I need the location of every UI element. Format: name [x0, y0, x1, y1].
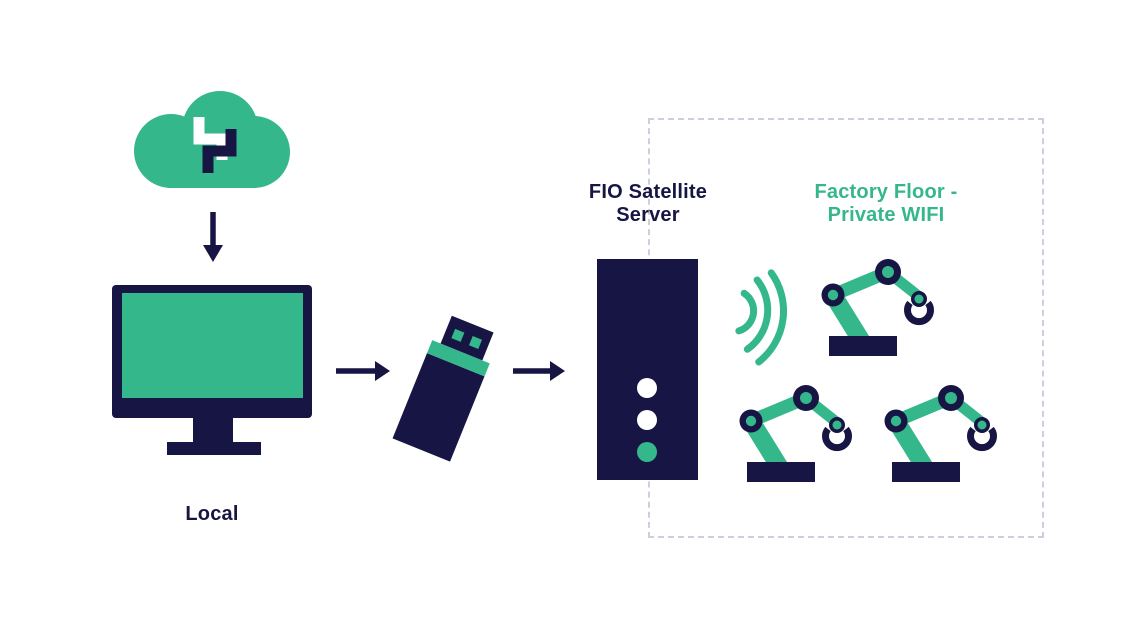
usb-band [427, 340, 490, 377]
arrow-right-local-to-usb [336, 361, 390, 381]
server-label: FIO Satellite Server [588, 181, 708, 226]
robot-arm-icon [740, 385, 849, 482]
robot-arm-icon [822, 259, 931, 356]
cloud-sync-icon [134, 91, 290, 188]
server-status-light-1 [637, 378, 657, 398]
monitor-base [167, 442, 261, 455]
arrow-right-usb-to-server [513, 361, 565, 381]
monitor-screen [122, 293, 303, 398]
arrow-down-cloud-to-local [203, 212, 223, 262]
usb-connector [440, 315, 494, 361]
local-label: Local [185, 503, 239, 525]
server-status-light-2 [637, 410, 657, 430]
factory-floor-label: Factory Floor - Private WIFI [814, 181, 958, 226]
cloud-sync-navy-zigzag [202, 129, 237, 173]
monitor-stand [193, 418, 233, 444]
usb-drive-icon [392, 315, 494, 462]
robot-arm-icon [885, 385, 994, 482]
server-tower-icon [597, 259, 698, 480]
server-status-light-3 [637, 442, 657, 462]
desktop-monitor-icon [112, 285, 312, 455]
wifi-waves-icon [735, 269, 788, 366]
usb-body [392, 353, 485, 462]
